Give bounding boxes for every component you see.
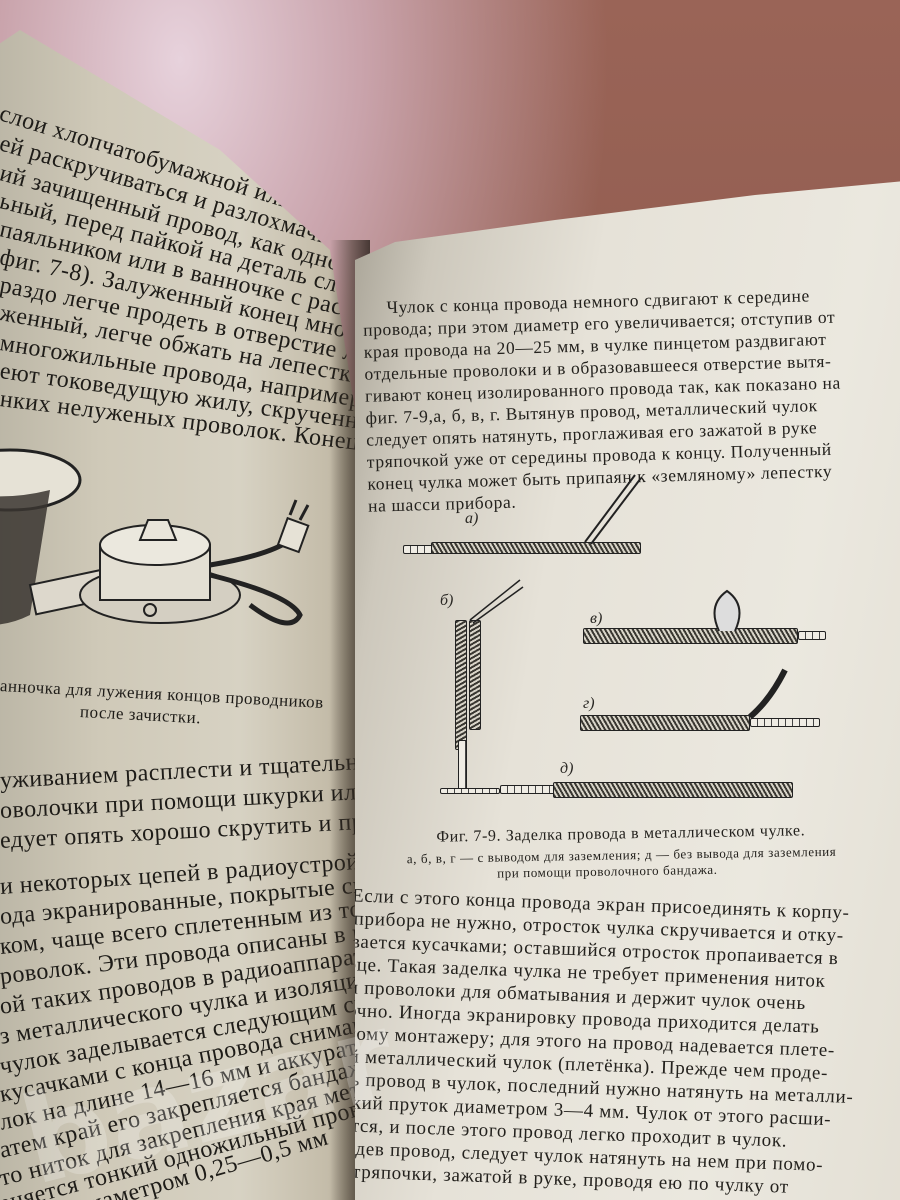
figure-label-g: г) (583, 695, 595, 712)
figure-label-b: б) (440, 592, 454, 609)
wire-core (750, 718, 820, 727)
left-page: слои хлопчатобумажной или шелковой ей ра… (0, 30, 360, 1200)
wire-core (458, 740, 467, 790)
right-page: Чулок с конца провода немного сдвигают к… (355, 180, 900, 1200)
figure-label-d: д) (560, 760, 574, 777)
tweezers-icon (469, 579, 524, 624)
wire-core (798, 631, 826, 640)
braided-shield-with-bandage (553, 782, 793, 798)
soldering-pot-illustration (0, 448, 310, 626)
wire-core (440, 788, 500, 794)
text-line: на шасси прибора. (367, 491, 517, 516)
braided-shield (469, 620, 481, 730)
figure-label-a: а) (465, 510, 479, 527)
braided-shield (455, 620, 467, 750)
wire-core (403, 545, 433, 554)
pigtail-lead-icon (748, 668, 788, 720)
braided-shield (431, 542, 641, 554)
figure-label-v: в) (590, 610, 603, 627)
insulation (500, 785, 555, 794)
wire-loop-icon (713, 589, 741, 632)
figure-caption-title: Фиг. 7-9. Заделка провода в металлическо… (436, 822, 806, 846)
braided-shield (583, 628, 798, 644)
tweezers-icon (584, 474, 642, 545)
figure-caption-sub: при помощи проволочного бандажа. (496, 861, 718, 881)
figure-caption: после зачистки. (79, 702, 202, 728)
braided-shield (580, 715, 750, 731)
